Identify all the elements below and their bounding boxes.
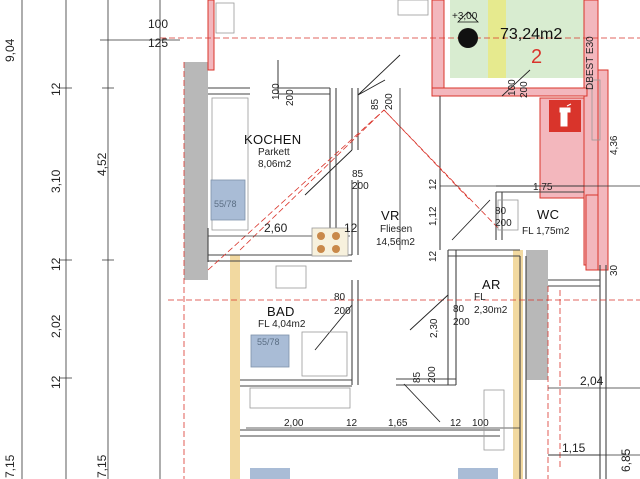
kochen-badge-box xyxy=(210,179,246,221)
dbest-label: DBEST E30 xyxy=(585,36,596,90)
dim-175: 1,75 xyxy=(533,182,553,193)
bottom-badge-left xyxy=(250,468,290,479)
construction-lines xyxy=(160,37,640,479)
room-floor-kochen: Parkett xyxy=(258,147,290,158)
left-dim-12-bot: 12 xyxy=(49,375,63,389)
dim-12-b: 12 xyxy=(428,178,439,190)
left-dim-904: 9,04 xyxy=(3,38,17,62)
wall-fill-right xyxy=(526,250,548,380)
level-marker-triangle xyxy=(457,11,479,23)
room-name-bad: BAD xyxy=(267,304,295,319)
dim-100: 100 xyxy=(472,418,489,429)
door-vr-mid-width: 85 xyxy=(352,169,364,180)
left-dim-310: 3,10 xyxy=(49,169,63,193)
dim-12-a: 12 xyxy=(344,221,358,235)
room-name-ar: AR xyxy=(482,277,501,292)
room-floor-ar: FL xyxy=(474,292,486,303)
room-area-bad: FL 4,04m2 xyxy=(258,319,306,330)
door-kochen-width: 100 xyxy=(271,83,282,100)
dim-165: 1,65 xyxy=(388,418,408,429)
dim-436: 4,36 xyxy=(609,135,620,155)
room-area-kochen: 8,06m2 xyxy=(258,159,292,170)
door-vr-top-height: 200 xyxy=(384,93,395,110)
left-dim-12-top: 12 xyxy=(49,82,63,96)
room-area-ar: 2,30m2 xyxy=(474,305,508,316)
room-name-wc: WC xyxy=(537,207,560,222)
door-vr-mid-height: 200 xyxy=(352,181,369,192)
dim-685: 6,85 xyxy=(619,448,633,472)
dim-12-c: 12 xyxy=(428,250,439,262)
yellow-wall-left xyxy=(230,255,240,479)
dim-112: 1,12 xyxy=(428,206,439,226)
top-dim-b: 125 xyxy=(148,36,169,50)
unit-level: +3,00 xyxy=(452,11,478,22)
room-name-vr: VR xyxy=(381,208,400,223)
room-floor-vr: Fliesen xyxy=(380,224,413,235)
door-ar-bottom-width: 85 xyxy=(412,371,423,383)
door-right-top-width: 100 xyxy=(507,79,518,96)
level-marker-dot xyxy=(458,28,478,48)
door-kochen-height: 200 xyxy=(285,89,296,106)
top-dim-a: 100 xyxy=(148,17,169,31)
dim-230: 2,30 xyxy=(429,318,440,338)
kochen-badge-label: 55/78 xyxy=(214,199,237,209)
left-dim-715-b: 7,15 xyxy=(95,454,109,478)
kitchen-hob xyxy=(311,227,349,257)
left-dim-452: 4,52 xyxy=(95,152,109,176)
dim-115: 1,15 xyxy=(562,441,586,455)
door-ar-width: 80 xyxy=(453,304,465,315)
door-swings xyxy=(277,54,531,423)
door-right-top-height: 200 xyxy=(519,81,530,98)
door-vr-top-width: 85 xyxy=(370,98,381,110)
left-dim-12-mid: 12 xyxy=(49,257,63,271)
room-name-kochen: KOCHEN xyxy=(244,132,302,147)
dim-12-d: 12 xyxy=(346,418,358,429)
door-bad-width: 80 xyxy=(334,292,346,303)
bad-badge-box xyxy=(250,334,290,368)
left-dim-202: 2,02 xyxy=(49,314,63,338)
door-ar-bottom-height: 200 xyxy=(427,366,438,383)
terrace-yellow-strip xyxy=(488,0,506,78)
dim-30: 30 xyxy=(609,264,620,276)
furniture-outlines xyxy=(211,0,601,451)
dimension-lines xyxy=(21,0,640,479)
fire-extinguisher-icon xyxy=(559,103,572,127)
door-ar-height: 200 xyxy=(453,317,470,328)
door-wc-width: 80 xyxy=(495,206,507,217)
dim-12-e: 12 xyxy=(450,418,462,429)
dim-260: 2,60 xyxy=(264,221,288,235)
door-wc-height: 200 xyxy=(495,218,512,229)
wall-fill-left xyxy=(184,62,208,280)
dim-200: 2,00 xyxy=(284,418,304,429)
unit-number: 2 xyxy=(531,46,543,68)
door-bad-height: 200 xyxy=(334,306,351,317)
room-area-vr: 14,56m2 xyxy=(376,237,415,248)
left-dim-715-a: 7,15 xyxy=(3,454,17,478)
bottom-badge-right xyxy=(458,468,498,479)
yellow-wall-mid xyxy=(513,250,523,479)
bad-badge-label: 55/78 xyxy=(257,337,280,347)
room-area-wc: FL 1,75m2 xyxy=(522,226,570,237)
unit-area: 73,24m2 xyxy=(500,26,563,43)
dim-204: 2,04 xyxy=(580,374,604,388)
outer-walls xyxy=(207,0,609,271)
